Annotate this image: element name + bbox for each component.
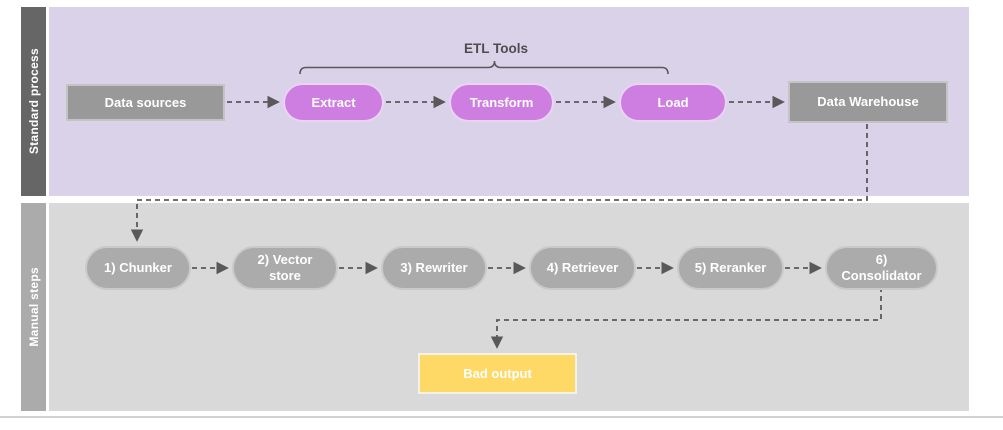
node-bad-output: Bad output (418, 353, 577, 394)
node-load-label: Load (657, 94, 689, 110)
node-transform: Transform (449, 83, 554, 122)
node-transform-label: Transform (469, 94, 534, 110)
node-data-sources: Data sources (66, 84, 225, 121)
lane-header-standard-process: Standard process (21, 7, 46, 196)
node-extract: Extract (283, 83, 384, 122)
node-data-warehouse-label: Data Warehouse (817, 94, 919, 110)
lane-label-standard-process: Standard process (26, 48, 41, 155)
node-rewriter-label: 3) Rewriter (400, 260, 468, 276)
node-extract-label: Extract (311, 94, 356, 110)
node-consolidator-label: 6) Consolidator (841, 252, 922, 283)
lane-label-manual-steps: Manual steps (26, 267, 41, 347)
node-bad-output-label: Bad output (463, 365, 532, 381)
node-chunker-label: 1) Chunker (104, 260, 172, 276)
node-rewriter: 3) Rewriter (381, 246, 487, 290)
node-load: Load (619, 83, 727, 122)
node-data-warehouse: Data Warehouse (788, 81, 948, 123)
node-reranker: 5) Reranker (677, 246, 784, 290)
node-chunker: 1) Chunker (85, 246, 191, 290)
node-retriever-label: 4) Retriever (546, 260, 619, 276)
node-data-sources-label: Data sources (104, 94, 187, 110)
node-vector-store-label: 2) Vector store (257, 252, 313, 283)
node-retriever: 4) Retriever (529, 246, 636, 290)
lane-header-manual-steps: Manual steps (21, 203, 46, 411)
node-reranker-label: 5) Reranker (694, 260, 767, 276)
node-consolidator: 6) Consolidator (825, 246, 938, 290)
node-vector-store: 2) Vector store (232, 246, 338, 290)
etl-tools-group-label: ETL Tools (464, 41, 528, 56)
canvas-bottom-edge (0, 416, 1003, 418)
